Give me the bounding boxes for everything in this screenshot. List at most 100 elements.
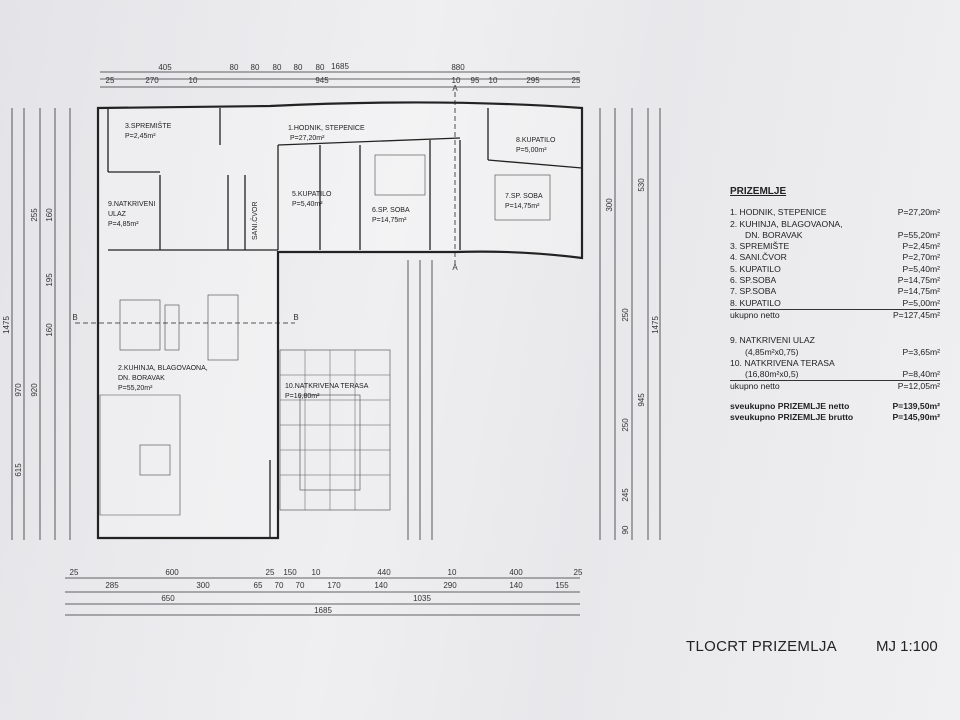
room-name: 10.NATKRIVENA TERASA	[285, 383, 369, 390]
dim: 170	[327, 581, 341, 590]
section-mark-b-left: B	[72, 313, 77, 322]
legend-label: sveukupno PRIZEMLJE netto	[730, 400, 850, 411]
dim: 880	[451, 63, 465, 72]
dim: 290	[443, 581, 457, 590]
dim-total-bottom: 1685	[314, 606, 332, 615]
dim: 25	[574, 568, 583, 577]
dim: 25	[572, 76, 581, 85]
room-name: 2.KUHINJA, BLAGOVAONA,	[118, 365, 208, 372]
dim: 25	[70, 568, 79, 577]
dim: 195	[45, 273, 54, 287]
dim: 300	[196, 581, 210, 590]
dim: 90	[621, 525, 630, 534]
legend-label: ukupno netto	[730, 309, 780, 320]
room-name: ULAZ	[108, 211, 127, 218]
dim: 945	[637, 393, 646, 407]
room-name: 9.NATKRIVENI	[108, 201, 155, 208]
dim: 65	[254, 581, 263, 590]
bottom-dimension-labels: 25 600 25 150 10 440 10 400 25 285 300 6…	[70, 568, 583, 615]
dim: 245	[621, 488, 630, 502]
dim: 70	[275, 581, 284, 590]
legend-value: P=8,40m²	[902, 369, 941, 380]
legend-value: P=14,75m²	[897, 275, 940, 286]
dim: 25	[266, 568, 275, 577]
room-area: P=4,85m²	[108, 221, 139, 228]
room-name: 1.HODNIK, STEPENICE	[288, 125, 365, 132]
section-marks: A A B B	[72, 84, 458, 322]
dim: 440	[377, 568, 391, 577]
dim: 95	[471, 76, 480, 85]
dim: 920	[30, 383, 39, 397]
dim: 600	[165, 568, 179, 577]
legend-row: (16,80m²x0,5) P=8,40m²	[730, 369, 941, 382]
legend-label: (4,85m²x0,75)	[745, 346, 799, 357]
dim: 400	[509, 568, 523, 577]
dim: 945	[315, 76, 329, 85]
dim: 405	[158, 63, 172, 72]
legend-total-brutto: sveukupno PRIZEMLJE brutto P=145,90m²	[730, 412, 940, 423]
legend-heading: PRIZEMLJE	[730, 186, 787, 197]
dim: 970	[14, 383, 23, 397]
dim: 10	[448, 568, 457, 577]
interior-walls	[107, 108, 583, 538]
dim: 650	[161, 594, 175, 603]
dim: 255	[30, 208, 39, 222]
room-name: SANI.ČVOR	[250, 201, 259, 240]
legend-value: P=145,90m²	[892, 412, 940, 423]
dim: 10	[489, 76, 498, 85]
section-mark-b-right: B	[293, 313, 298, 322]
room-labels: 1.HODNIK, STEPENICE P=27,20m² 2.KUHINJA,…	[108, 121, 556, 400]
dim: 10	[312, 568, 321, 577]
legend-subtotal: ukupno netto P=127,45m²	[730, 310, 940, 321]
legend-row: 9. NATKRIVENI ULAZ	[730, 335, 940, 346]
legend-label: ukupno netto	[730, 381, 780, 392]
room-area: P=2,45m²	[125, 133, 156, 140]
legend-value: P=27,20m²	[897, 207, 940, 218]
room-area: P=14,75m²	[372, 217, 407, 224]
dim: 80	[251, 63, 260, 72]
dim: 155	[555, 581, 569, 590]
dim: 25	[106, 76, 115, 85]
room-name: 5.KUPATILO	[292, 191, 332, 198]
dim: 1035	[413, 594, 431, 603]
legend-value: P=2,45m²	[902, 241, 941, 252]
dim: 10	[189, 76, 198, 85]
dim: 140	[374, 581, 388, 590]
dim: 295	[526, 76, 540, 85]
legend-label: sveukupno PRIZEMLJE brutto	[730, 412, 854, 423]
room-area: P=16,80m²	[285, 393, 320, 400]
room-area: P=55,20m²	[118, 385, 153, 392]
room-name: 7.SP. SOBA	[505, 193, 543, 200]
dim: 10	[452, 76, 461, 85]
legend-row: 10. NATKRIVENA TERASA	[730, 358, 940, 369]
legend-row: 4. SANI.ČVOR P=2,70m²	[730, 252, 940, 263]
dim: 160	[45, 208, 54, 222]
dim: 1475	[651, 316, 660, 334]
legend-label: 4. SANI.ČVOR	[730, 252, 787, 263]
legend-value: P=5,40m²	[902, 263, 941, 274]
legend-label: 7. SP.SOBA	[730, 286, 777, 297]
legend-label: (16,80m²x0,5)	[745, 369, 799, 380]
legend-value: P=2,70m²	[902, 252, 941, 263]
walls	[96, 101, 584, 540]
room-name: 6.SP. SOBA	[372, 207, 410, 214]
legend-label: 9. NATKRIVENI ULAZ	[730, 335, 815, 346]
dim: 80	[316, 63, 325, 72]
dim: 70	[296, 581, 305, 590]
legend-value: P=127,45m²	[892, 309, 940, 320]
section-mark-a-bottom: A	[452, 263, 458, 272]
room-area: P=5,00m²	[516, 147, 547, 154]
section-lines	[75, 92, 456, 324]
legend-value: P=55,20m²	[897, 229, 940, 240]
legend-label: 10. NATKRIVENA TERASA	[730, 357, 835, 368]
dim: 80	[294, 63, 303, 72]
dim: 80	[230, 63, 239, 72]
legend-row: (4,85m²x0,75)P=3,65m²	[730, 347, 940, 358]
legend-value: P=139,50m²	[892, 400, 940, 411]
